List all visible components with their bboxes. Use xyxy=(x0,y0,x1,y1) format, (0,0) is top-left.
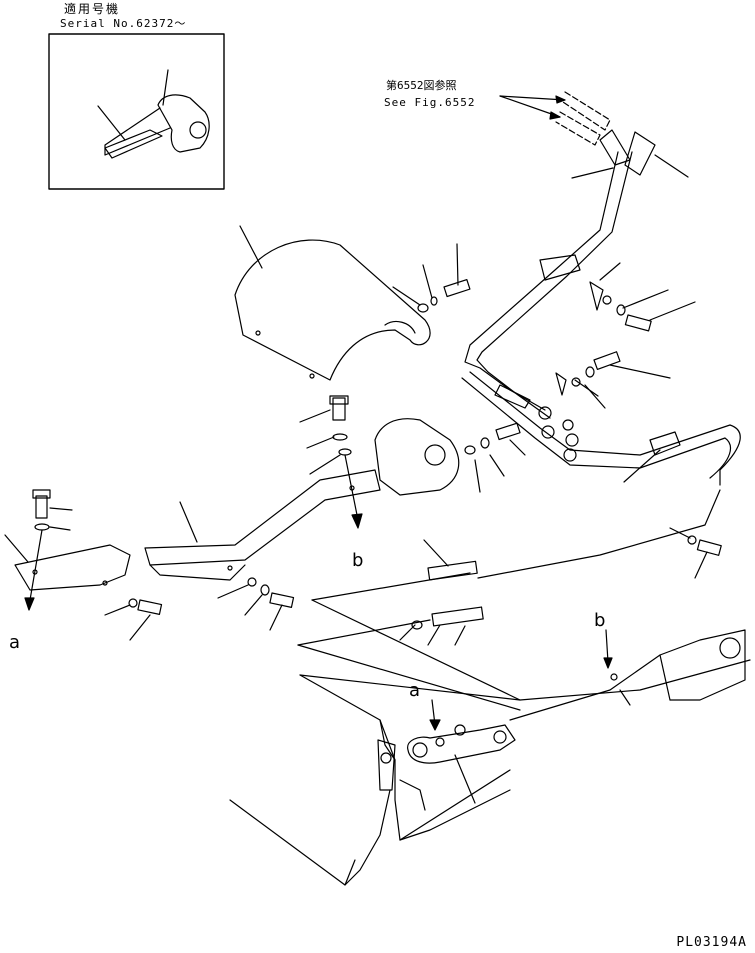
callout-b-left: b xyxy=(352,550,364,571)
leader-middle-guard xyxy=(179,501,198,543)
hydraulic-pipes xyxy=(461,129,741,486)
leader-pipe-right xyxy=(654,154,689,178)
reference-label-en: See Fig.6552 xyxy=(384,96,476,109)
leader-cylinder xyxy=(454,754,476,804)
inset-guard-tail xyxy=(104,107,171,156)
upper-cover xyxy=(234,225,431,381)
fastener-group-2 xyxy=(464,422,526,493)
inset-plate xyxy=(104,129,163,159)
inset-title-jp: 適用号機 xyxy=(64,2,121,16)
fastener-group-3 xyxy=(104,577,295,641)
clip-fasteners xyxy=(555,262,696,409)
fastener-group-4 xyxy=(669,527,722,579)
fastener-group-1 xyxy=(392,243,471,313)
inset-title-serial: Serial No.62372〜 xyxy=(60,17,187,30)
middle-guard xyxy=(144,418,460,581)
inset-detail xyxy=(48,33,225,190)
hose-fittings xyxy=(399,539,484,646)
leader-pipe-lower xyxy=(623,449,661,483)
inset-leader-1 xyxy=(162,69,169,106)
dozer-blade xyxy=(229,659,751,886)
reference-arrows xyxy=(499,91,611,146)
inset-leader-2 xyxy=(97,105,126,141)
inset-guard-body xyxy=(157,94,210,153)
reference-label-jp: 第6552図参照 xyxy=(386,79,457,92)
callout-a-mid: a xyxy=(409,680,421,701)
callout-a-left: a xyxy=(9,632,21,653)
b-pointer-right xyxy=(605,629,609,663)
inset-frame xyxy=(48,33,225,190)
left-guard xyxy=(4,489,131,611)
callout-b-right: b xyxy=(594,610,606,631)
drawing-code: PL03194A xyxy=(676,935,747,950)
guide-lines xyxy=(297,489,721,711)
cylinder-assembly xyxy=(377,629,746,804)
leader-pipe-top xyxy=(571,167,614,179)
leader-upper-cover xyxy=(239,225,263,269)
bolt-stack-b xyxy=(299,395,363,529)
